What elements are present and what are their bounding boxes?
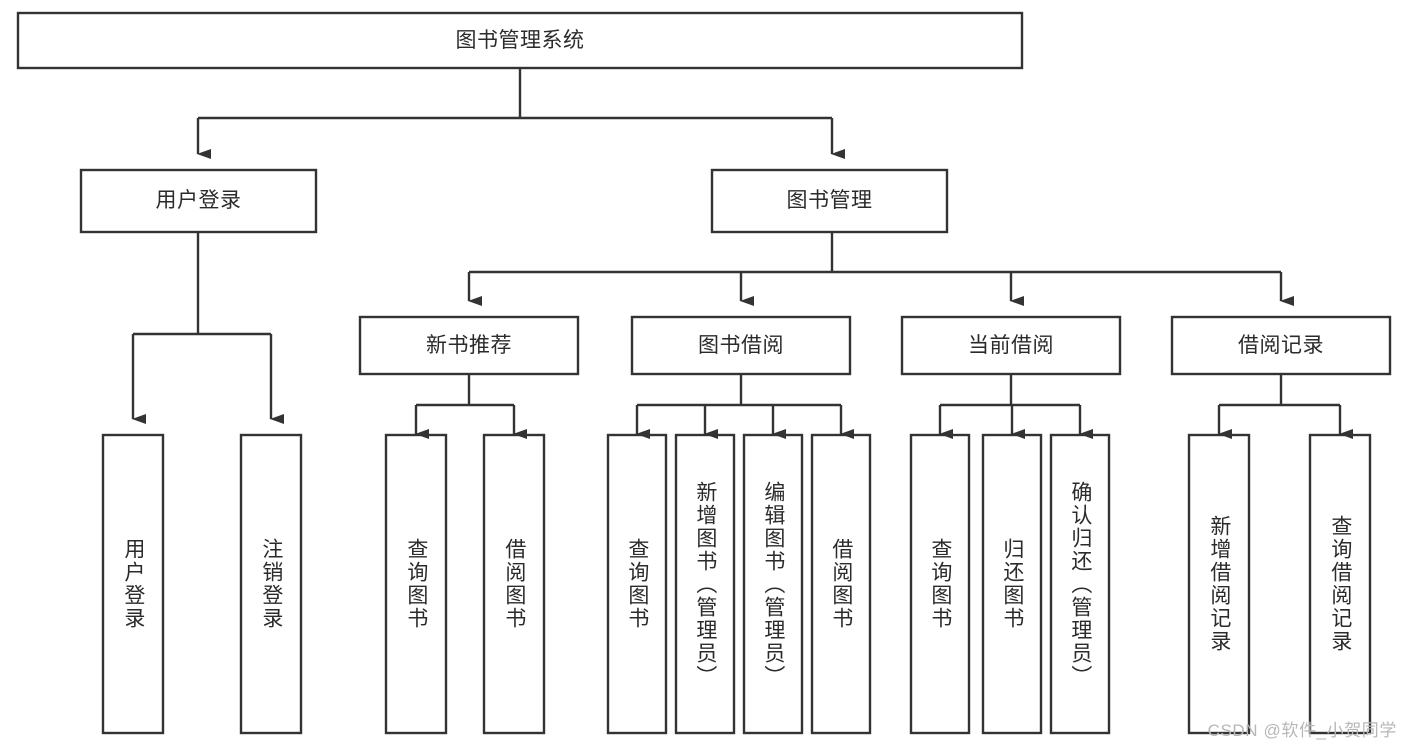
node-leaf-9[interactable]	[911, 435, 969, 733]
node-box-leaf-4[interactable]	[482, 433, 546, 735]
node-box-current-borrow[interactable]	[900, 315, 1122, 376]
node-borrow-record[interactable]	[1172, 317, 1390, 374]
node-leaf-8[interactable]	[812, 435, 870, 733]
node-box-root[interactable]	[16, 11, 1024, 70]
node-box-leaf-10[interactable]	[981, 433, 1043, 735]
node-root[interactable]	[18, 13, 1022, 68]
node-leaf-4[interactable]	[484, 435, 544, 733]
node-leaf-11[interactable]	[1051, 435, 1109, 733]
node-new-book-recommend[interactable]	[360, 317, 578, 374]
node-box-new-book-recommend[interactable]	[358, 315, 580, 376]
node-box-leaf-13[interactable]	[1308, 433, 1372, 735]
node-leaf-3[interactable]	[386, 435, 446, 733]
node-box-leaf-8[interactable]	[810, 433, 872, 735]
node-leaf-5[interactable]	[608, 435, 666, 733]
node-leaf-1[interactable]	[103, 435, 163, 733]
node-box-leaf-1[interactable]	[101, 433, 165, 735]
node-leaf-10[interactable]	[983, 435, 1041, 733]
node-box-leaf-3[interactable]	[384, 433, 448, 735]
node-current-borrow[interactable]	[902, 317, 1120, 374]
node-box-book-management[interactable]	[710, 168, 949, 234]
node-box-user-login[interactable]	[79, 168, 318, 234]
watermark-text: CSDN @软件_小贺同学	[1207, 721, 1397, 740]
node-box-leaf-12[interactable]	[1187, 433, 1251, 735]
node-user-login[interactable]	[81, 170, 316, 232]
node-leaf-6[interactable]	[676, 435, 734, 733]
node-box-leaf-9[interactable]	[909, 433, 971, 735]
node-book-management[interactable]	[712, 170, 947, 232]
node-leaf-13[interactable]	[1310, 435, 1370, 733]
node-leaf-7[interactable]	[744, 435, 802, 733]
node-leaf-12[interactable]	[1189, 435, 1249, 733]
node-box-leaf-11[interactable]	[1049, 433, 1111, 735]
node-box-leaf-6[interactable]	[674, 433, 736, 735]
node-box-leaf-2[interactable]	[239, 433, 303, 735]
node-book-borrow[interactable]	[632, 317, 850, 374]
node-box-leaf-5[interactable]	[606, 433, 668, 735]
node-leaf-2[interactable]	[241, 435, 301, 733]
